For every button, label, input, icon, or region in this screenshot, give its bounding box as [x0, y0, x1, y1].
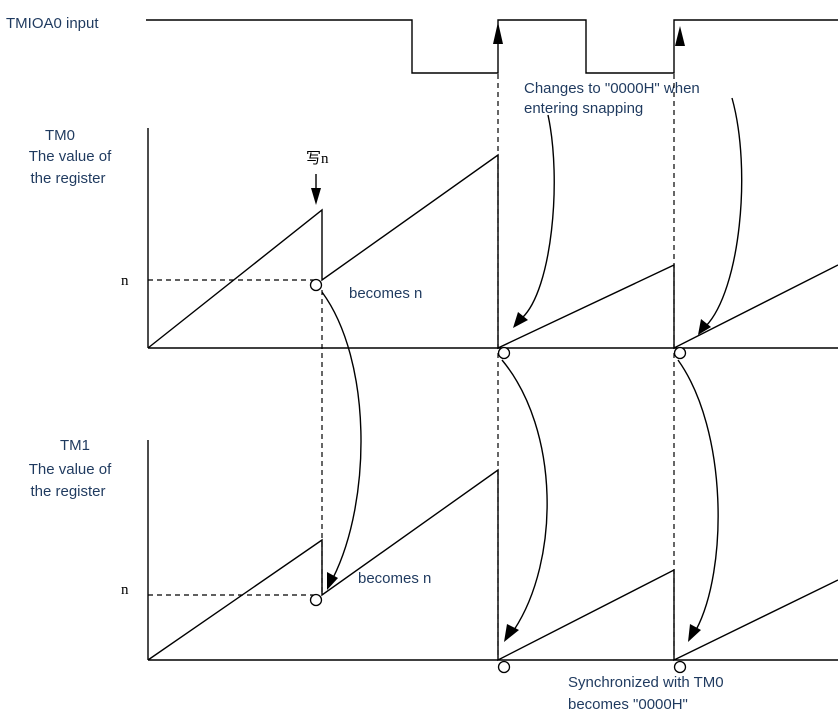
changes-label-line1: Changes to "0000H" when [524, 80, 700, 97]
edge-arrow-2 [675, 26, 685, 46]
load-propagation-head [327, 572, 338, 590]
write-arrow-head [311, 188, 321, 205]
changes-curve-1-head [513, 312, 528, 328]
tm0-clear-point-2 [673, 346, 687, 360]
changes-curve-2-head [698, 319, 711, 335]
write-char: 写 [306, 149, 321, 167]
tm0-clear-point-1 [497, 346, 511, 360]
tm1-title: TM1 [60, 437, 90, 454]
sync-curve-2 [677, 359, 719, 631]
changes-curve-2 [705, 97, 743, 327]
edge-arrow-1 [493, 22, 503, 44]
tm1-load-point [309, 593, 323, 607]
tm0-the-register: the register [30, 170, 105, 187]
tm0-load-point [309, 278, 323, 292]
sync-label-line1: Synchronized with TM0 [568, 674, 724, 691]
tm0-title: TM0 [45, 127, 75, 144]
write-n: n [321, 151, 329, 167]
sync-curve-1 [501, 359, 548, 631]
tm1-n-label: n [121, 582, 129, 598]
tm1-clear-point-2 [673, 660, 687, 674]
changes-curve-1 [521, 114, 555, 319]
tm0-n-label: n [121, 273, 129, 289]
tm1-the-register: the register [30, 483, 105, 500]
tm1-counter-waveform [147, 468, 838, 662]
tmioa0-input-label: TMIOA0 input [6, 15, 99, 32]
tm1-clear-point-1 [497, 660, 511, 674]
changes-label-line2: entering snapping [524, 100, 643, 117]
tm0-counter-waveform [147, 153, 838, 350]
tmioa0-waveform [146, 19, 838, 74]
tm1-becomes-n: becomes n [358, 570, 431, 587]
load-propagation-curve [321, 291, 362, 579]
sync-curve-1-head [504, 624, 519, 642]
sync-curve-2-head [688, 624, 701, 642]
tm1-value-of: The value of [29, 461, 112, 478]
sync-label-line2: becomes "0000H" [568, 696, 688, 713]
tm0-value-of: The value of [29, 148, 112, 165]
tm0-becomes-n: becomes n [349, 285, 422, 302]
